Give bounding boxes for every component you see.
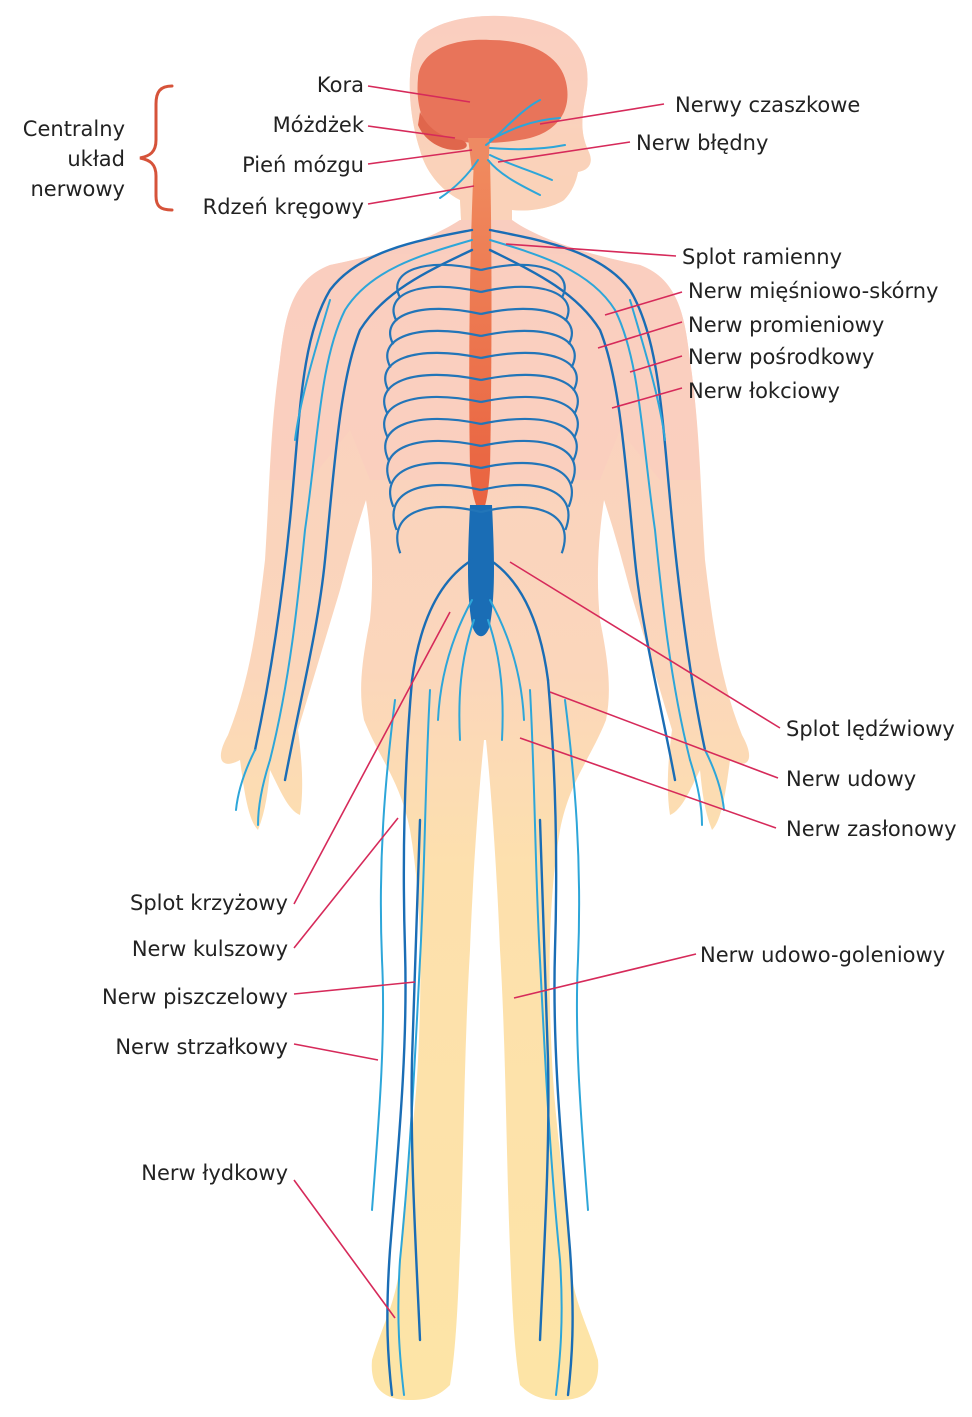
label-kora: Kora xyxy=(317,73,364,97)
cns-label-line1: Centralny xyxy=(23,117,125,141)
cns-label-line2: układ xyxy=(67,147,125,171)
label-nerw-posrodkowy: Nerw pośrodkowy xyxy=(688,345,874,369)
label-nerw-bledny: Nerw błędny xyxy=(636,131,768,155)
cauda-equina xyxy=(468,505,494,636)
label-nerwy-czaszkowe: Nerwy czaszkowe xyxy=(675,93,860,117)
label-nerw-udowo-goleniowy: Nerw udowo-goleniowy xyxy=(700,943,945,967)
label-nerw-strzalkowy: Nerw strzałkowy xyxy=(115,1035,288,1059)
label-splot-ramienny: Splot ramienny xyxy=(682,245,842,269)
label-nerw-miesniowo-skorny: Nerw mięśniowo-skórny xyxy=(688,279,938,303)
label-splot-ledzwiowy: Splot lędźwiowy xyxy=(786,717,955,741)
label-nerw-zaslonowy: Nerw zasłonowy xyxy=(786,817,957,841)
cns-brace xyxy=(140,86,172,210)
label-nerw-lydkowy: Nerw łydkowy xyxy=(141,1161,288,1185)
label-mozdzek: Móżdżek xyxy=(273,113,365,137)
cns-label-line3: nerwowy xyxy=(31,177,126,201)
cns-group-label: Centralny układ nerwowy xyxy=(23,117,125,201)
label-pien-mozgu: Pień mózgu xyxy=(242,153,364,177)
label-nerw-lokciowy: Nerw łokciowy xyxy=(688,379,840,403)
label-rdzen-kregowy: Rdzeń kręgowy xyxy=(203,195,364,219)
cortex xyxy=(418,40,568,143)
label-nerw-kulszowy: Nerw kulszowy xyxy=(132,937,288,961)
label-splot-krzyzowy: Splot krzyżowy xyxy=(130,891,288,915)
label-nerw-promieniowy: Nerw promieniowy xyxy=(688,313,884,337)
label-nerw-piszczelowy: Nerw piszczelowy xyxy=(102,985,288,1009)
label-nerw-udowy: Nerw udowy xyxy=(786,767,916,791)
